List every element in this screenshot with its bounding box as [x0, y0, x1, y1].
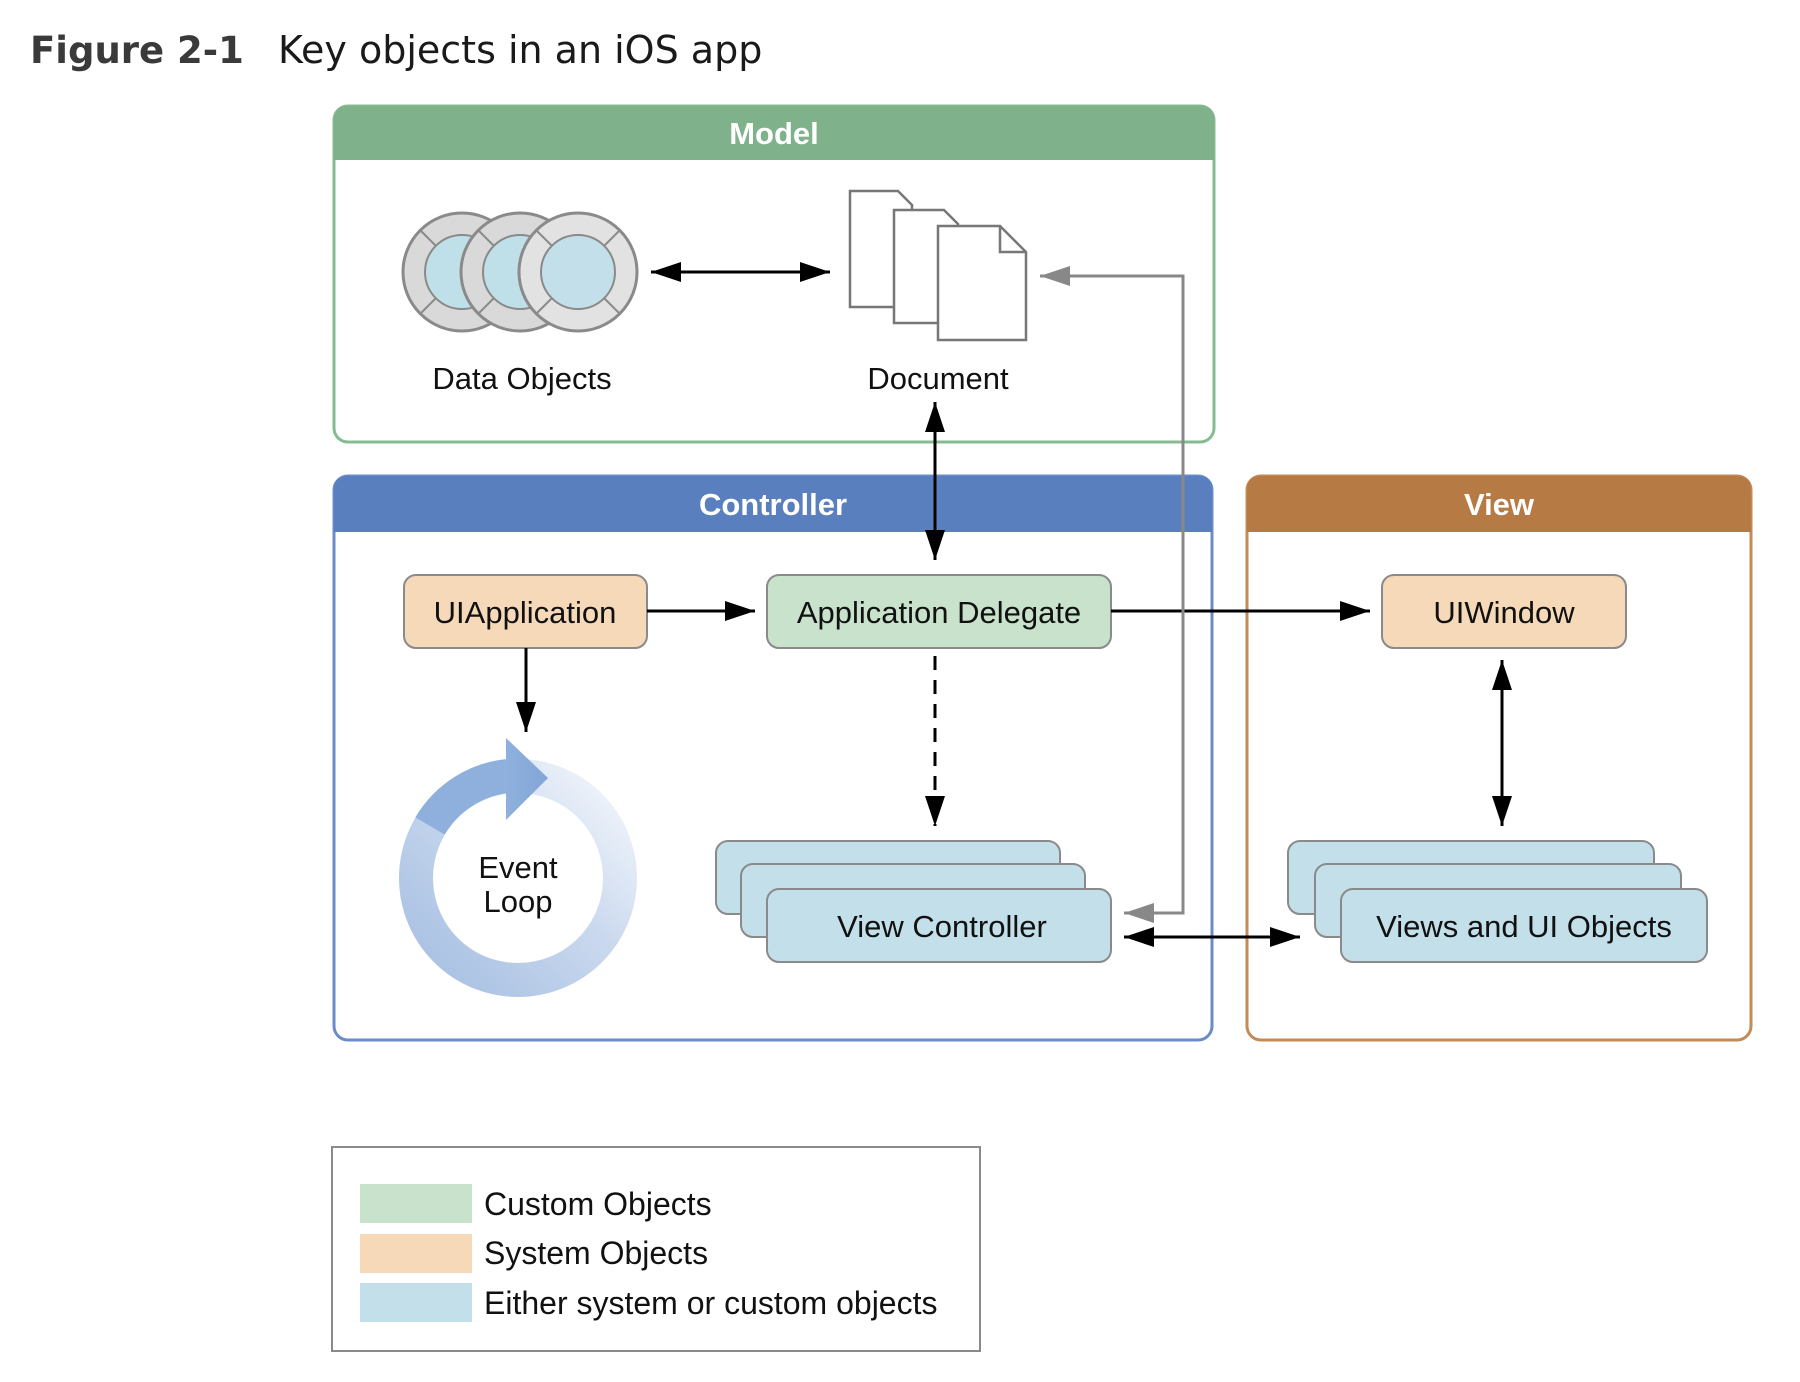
views-and-ui-objects-stack — [1287, 840, 1708, 963]
connectors — [516, 262, 1512, 947]
controller-title: Controller — [699, 487, 847, 522]
data-objects-icon — [401, 211, 639, 333]
legend-swatch-system — [360, 1234, 472, 1273]
views-and-ui-objects-node — [1340, 888, 1708, 963]
model-title: Model — [729, 116, 819, 151]
event-loop-icon — [399, 738, 637, 997]
event-loop-label-line1: Event — [478, 850, 558, 885]
figure-title: Key objects in an iOS app — [278, 28, 762, 72]
view-header — [1247, 476, 1751, 532]
views-and-ui-objects-label: Views and UI Objects — [1376, 909, 1672, 944]
view-controller-stack — [715, 840, 1112, 963]
view-group: View UIWindow Views and UI Objects — [1245, 474, 1753, 1042]
arrow-viewcontroller-document-gray — [1040, 266, 1185, 923]
legend-label-custom: Custom Objects — [484, 1186, 712, 1222]
document-icon — [848, 189, 1028, 342]
application-delegate-label: Application Delegate — [797, 595, 1081, 630]
legend-swatch-either — [360, 1283, 472, 1322]
controller-header — [334, 476, 1212, 532]
legend-label-either: Either system or custom objects — [484, 1285, 937, 1321]
data-objects-label: Data Objects — [432, 361, 611, 396]
legend: Custom Objects System Objects Either sys… — [331, 1146, 981, 1352]
model-header — [334, 106, 1214, 160]
controller-group: Controller UIApplication Application Del… — [332, 474, 1214, 1042]
uiwindow-node — [1381, 574, 1627, 649]
figure-number: Figure 2-1 — [30, 29, 244, 72]
legend-swatch-custom — [360, 1184, 472, 1223]
event-loop-label-line2: Loop — [484, 884, 553, 919]
uiwindow-label: UIWindow — [1433, 595, 1575, 630]
document-label: Document — [867, 361, 1009, 396]
uiapplication-label: UIApplication — [434, 595, 617, 630]
model-group: Model Data Objects — [332, 104, 1216, 444]
view-controller-label: View Controller — [837, 909, 1047, 944]
view-title: View — [1464, 487, 1535, 522]
legend-label-system: System Objects — [484, 1235, 708, 1271]
view-controller-node — [766, 888, 1112, 963]
